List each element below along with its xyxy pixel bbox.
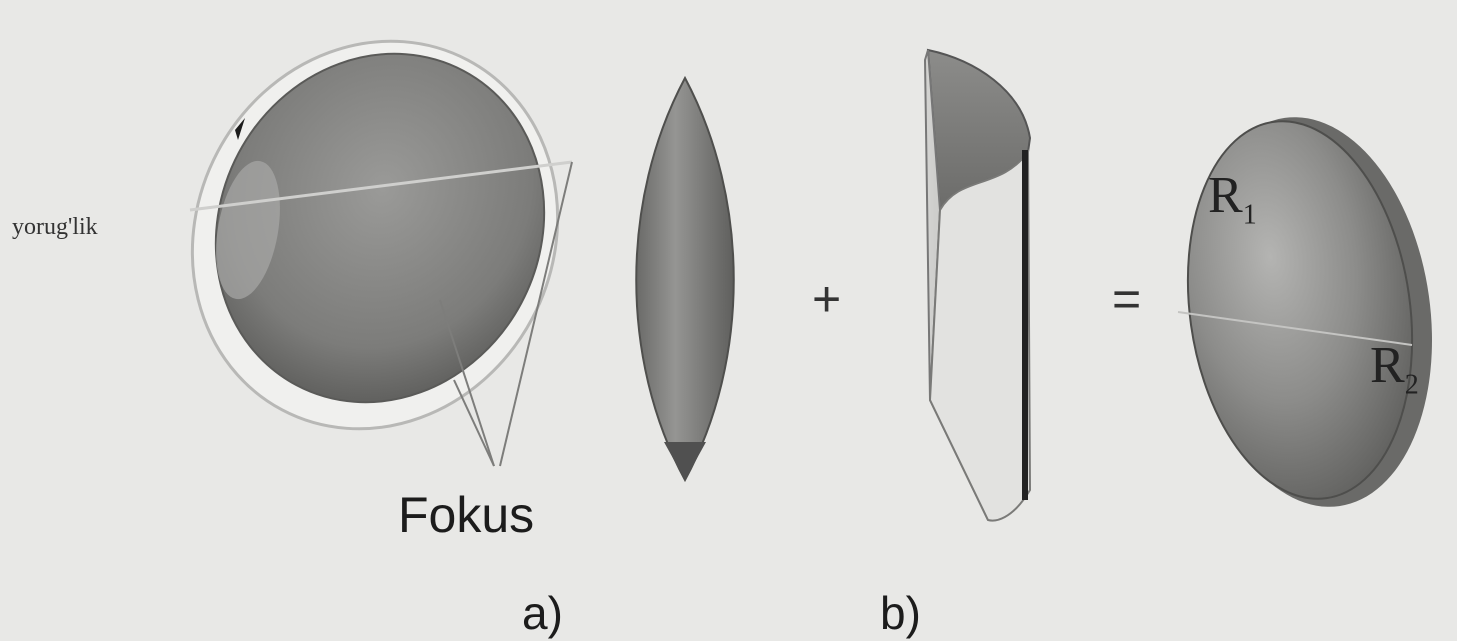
radius-r1-subscript: 1 (1243, 199, 1257, 230)
biconvex-lens-body (636, 78, 734, 480)
combined-lens (1165, 101, 1457, 522)
radius-r1-letter: R (1208, 167, 1243, 224)
plus-operator: + (812, 270, 841, 328)
radius-r2-subscript: 2 (1405, 369, 1419, 400)
radius-r1-label: R1 (1208, 166, 1257, 231)
equals-operator: = (1112, 270, 1141, 328)
radius-r2-letter: R (1370, 337, 1405, 394)
focus-label: Fokus (398, 486, 534, 544)
cylindrical-lens (925, 50, 1030, 521)
part-b-label: b) (880, 586, 921, 640)
cylindrical-lens-side (930, 152, 1030, 521)
eye-model (125, 0, 625, 493)
radius-r2-label: R2 (1370, 336, 1419, 401)
focus-line-3 (454, 380, 494, 466)
biconvex-lens-tip (664, 442, 706, 480)
biconvex-lens (636, 78, 734, 480)
light-label: yorug'lik (12, 214, 98, 241)
part-a-label: a) (522, 586, 563, 640)
